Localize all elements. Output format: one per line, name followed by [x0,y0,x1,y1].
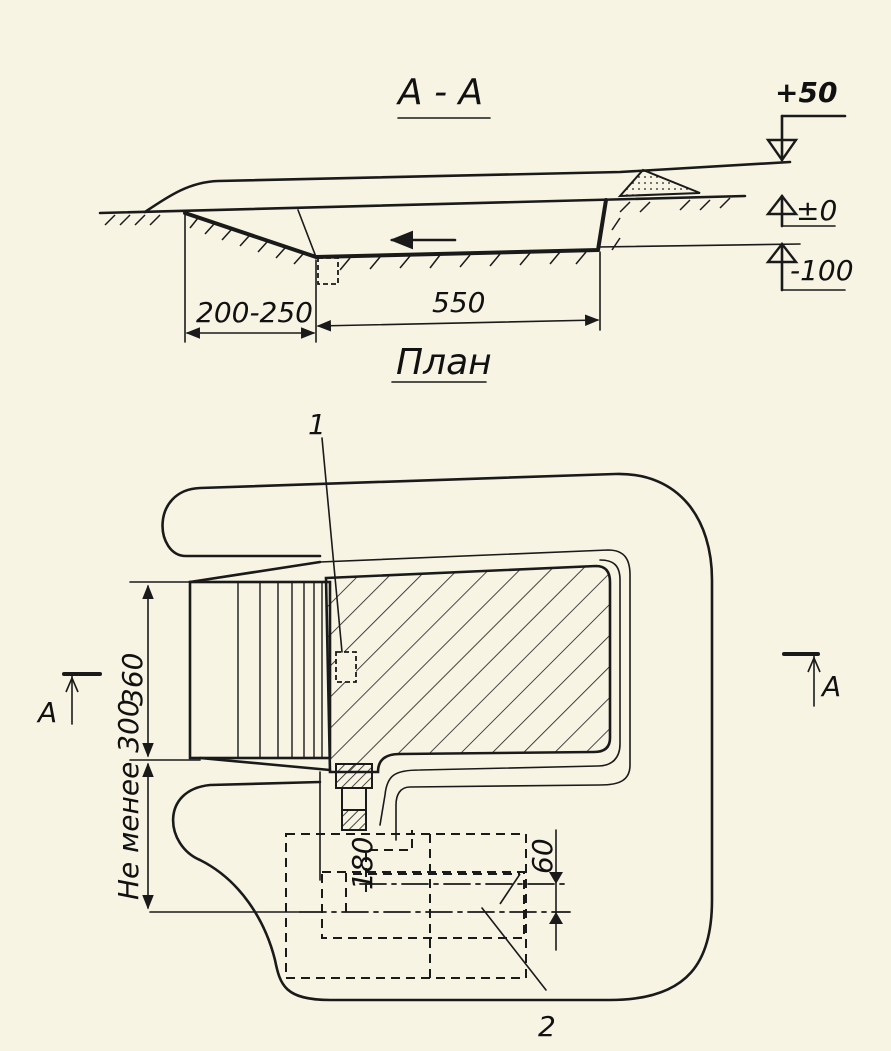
pipe-coupling [341,787,367,811]
svg-text:+50: +50 [775,76,837,109]
dim-small-arrow-bottom [549,912,563,924]
dim-pit-label: 550 [432,286,485,319]
svg-text:A: A [36,696,57,729]
section-title: A - A [396,72,483,113]
road-inner-contour-2 [379,559,621,826]
level-mark-top: +50 [765,76,847,163]
road-inner-contour-1 [319,549,631,841]
pit-profile [183,198,608,259]
plan-view: План 1 [36,342,841,1043]
level-mark-bottom: -100 [765,242,854,292]
filter-structure [285,830,527,979]
callout-2-leader [481,907,547,991]
level-mark-zero: ±0 [765,194,837,228]
dim-line-pit [316,314,600,332]
ramp-edge-top [188,560,322,584]
svg-text:±0: ±0 [796,194,837,227]
outlet-pipe [341,809,367,831]
dim-ramp-label: 200-250 [196,296,313,329]
callout-1-leader [321,437,343,653]
ground-line [98,194,747,215]
section-mark-right: A [782,652,841,707]
svg-text:A: A [820,670,841,703]
ramp-edge-bottom [198,756,332,772]
callout-2: 2 [538,1010,556,1043]
ground-hatching [104,197,731,271]
dim-small-label: 60 [526,838,559,874]
section-view: A - A [98,72,854,343]
dim-min-label: Не менее 300 [112,699,145,900]
access-road-contour [161,472,714,1002]
soil-heap [617,168,701,198]
ramp-hatching [237,582,323,758]
ramp-boundary [297,209,317,258]
drain-box-section [317,257,339,285]
dim-small-arrow-top [549,872,563,884]
bottom-reference-line [597,243,801,248]
svg-text:-100: -100 [790,254,854,287]
dim-width-label: 360 [116,653,149,706]
callout-1: 1 [308,408,326,441]
pipe-head [335,763,373,789]
plan-title: План [396,342,492,383]
sump-well [335,651,357,683]
dim-pipe-label: 180 [346,837,379,890]
cover-line [143,160,792,214]
pit-area [324,564,612,774]
section-mark-left: A [36,672,102,729]
